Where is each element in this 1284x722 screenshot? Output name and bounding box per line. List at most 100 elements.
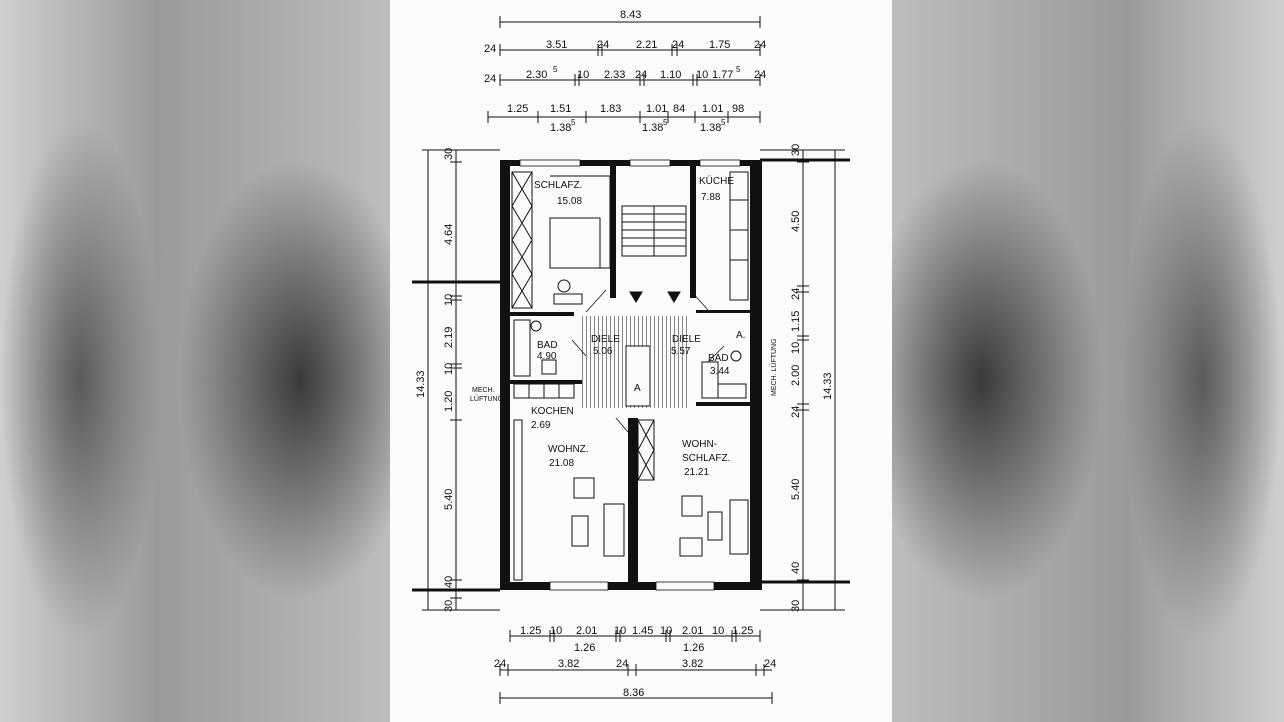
dim-label: 24 — [754, 69, 766, 81]
dim-label: 1.38 — [550, 122, 571, 134]
room-labels: SCHLAFZ. 15.08 KÜCHE 7.88 BAD 4.90 DIELE… — [531, 175, 745, 478]
stair-hall: A — [582, 316, 690, 408]
room-name-kueche: KÜCHE — [699, 175, 734, 187]
note-mech-right: MECH. LÜFTUNG — [770, 338, 778, 396]
room-name-schlafz: SCHLAFZ. — [534, 180, 582, 191]
furniture — [571, 477, 749, 557]
dim-label: 24 — [672, 39, 684, 51]
dim-label: 5 — [553, 65, 558, 74]
room-area-diele-left: 5.06 — [593, 346, 613, 357]
dim-label: 1.26 — [683, 642, 704, 654]
floor-plan-drawing: 8.43 24 3.51 24 2.21 24 1.75 24 24 2.30 … — [412, 9, 850, 704]
blurred-background-right — [892, 0, 1284, 722]
dim-label: 10 — [577, 69, 589, 81]
bedroom-wall-right — [696, 310, 752, 313]
outer-wall-left — [500, 160, 510, 590]
room-area-bad-left: 4.90 — [537, 351, 557, 362]
floor-plan-page: 8.43 24 3.51 24 2.21 24 1.75 24 24 2.30 … — [390, 0, 892, 722]
dim-label: 1.45 — [632, 625, 653, 637]
stair-wall-left — [610, 166, 616, 298]
dim-label: 3.82 — [558, 658, 579, 670]
dim-label: 30 — [790, 144, 802, 156]
room-area-schlafz: 15.08 — [557, 196, 582, 207]
dim-label: 3.82 — [682, 658, 703, 670]
dim-label: 30 — [790, 600, 802, 612]
dim-label: 30 — [443, 148, 455, 160]
dim-label: 10 — [443, 294, 455, 306]
dim-label: 1.15 — [790, 311, 802, 332]
room-name-wohnz: WOHNZ. — [548, 444, 589, 455]
notes: MECH. LÜFTUNG MECH. LÜFTUNG — [470, 338, 778, 403]
room-name-wohn: WOHN- — [682, 439, 717, 450]
dim-label: 4.50 — [790, 211, 802, 232]
dim-label: 5 — [663, 118, 668, 127]
dim-label: 24 — [764, 658, 776, 670]
bath-wall-left — [510, 380, 582, 384]
dim-label: 10 — [443, 363, 455, 375]
dim-label: 1.10 — [660, 69, 681, 81]
staircase — [621, 205, 687, 303]
note-lueftung-left: LÜFTUNG — [470, 395, 503, 403]
dim-label: 10 — [696, 69, 708, 81]
dim-label: 24 — [790, 288, 802, 300]
dim-label: 5.40 — [790, 479, 802, 500]
dim-label: 1.25 — [732, 625, 753, 637]
dim-label: 1.25 — [520, 625, 541, 637]
dim-label: 24 — [597, 39, 609, 51]
dim-label: 5 — [721, 118, 726, 127]
room-name-schlafz-2: SCHLAFZ. — [682, 453, 730, 464]
dim-label: 10 — [712, 625, 724, 637]
room-name-kochen: KOCHEN — [531, 406, 574, 417]
dim-label: 24 — [790, 406, 802, 418]
dim-label: 10 — [790, 342, 802, 354]
dim-label: 2.33 — [604, 69, 625, 81]
left-dimensions — [412, 149, 500, 611]
right-dimensions — [760, 149, 850, 611]
dim-label: 4.64 — [443, 224, 455, 245]
room-area-wohn-schlafz: 21.21 — [684, 467, 709, 478]
dim-label: 24 — [616, 658, 628, 670]
dim-label: 24 — [635, 69, 647, 81]
dim-label: 24 — [754, 39, 766, 51]
room-area-kueche: 7.88 — [701, 192, 721, 203]
door-swings — [571, 289, 725, 433]
top-dimension-labels: 8.43 24 3.51 24 2.21 24 1.75 24 24 2.30 … — [484, 9, 766, 134]
dim-label: 24 — [484, 43, 496, 55]
blurred-background-left — [0, 0, 392, 722]
label-a-right: A. — [736, 330, 745, 341]
label-a: A — [634, 383, 641, 394]
room-area-diele-right: 5.57 — [671, 346, 691, 357]
dim-label: 3.51 — [546, 39, 567, 51]
dim-label: 2.21 — [636, 39, 657, 51]
room-area-kochen: 2.69 — [531, 420, 551, 431]
right-dimension-labels: 30 4.50 24 1.15 10 2.00 24 5.40 40 30 14… — [790, 144, 834, 612]
windows — [519, 159, 741, 591]
dim-label: 1.77 — [712, 69, 733, 81]
dim-label: 40 — [443, 576, 455, 588]
note-mech-left: MECH. — [472, 387, 495, 394]
room-name-diele-right: DIELE — [672, 334, 701, 345]
dim-label: 10 — [550, 625, 562, 637]
dim-label: 1.38 — [700, 122, 721, 134]
room-name-bad-left: BAD — [537, 340, 558, 351]
dim-label: 1.83 — [600, 103, 621, 115]
room-area-bad-right: 3.44 — [710, 366, 730, 377]
bed — [549, 175, 611, 305]
dim-label: 2.19 — [443, 327, 455, 348]
dim-label: 1.25 — [507, 103, 528, 115]
stair-wall-right — [690, 166, 696, 298]
dim-overall-left: 14.33 — [415, 370, 427, 398]
dim-label: 24 — [494, 658, 506, 670]
dim-label: 5 — [571, 118, 576, 127]
dim-label: 1.75 — [709, 39, 730, 51]
dim-label: 5 — [736, 65, 741, 74]
dim-label: 10 — [660, 625, 672, 637]
dim-label: 84 — [673, 103, 685, 115]
dim-label: 2.00 — [790, 365, 802, 386]
outer-wall-right — [750, 160, 762, 590]
bottom-dimensions — [499, 630, 773, 704]
left-dimension-labels: 30 4.64 10 2.19 10 1.20 5.40 40 30 14.33 — [415, 148, 455, 612]
bottom-dimension-labels: 1.25 10 2.01 10 1.45 10 2.01 10 1.25 1.2… — [494, 625, 776, 699]
dim-label: 1.20 — [443, 391, 455, 412]
dim-label: 1.01 — [702, 103, 723, 115]
